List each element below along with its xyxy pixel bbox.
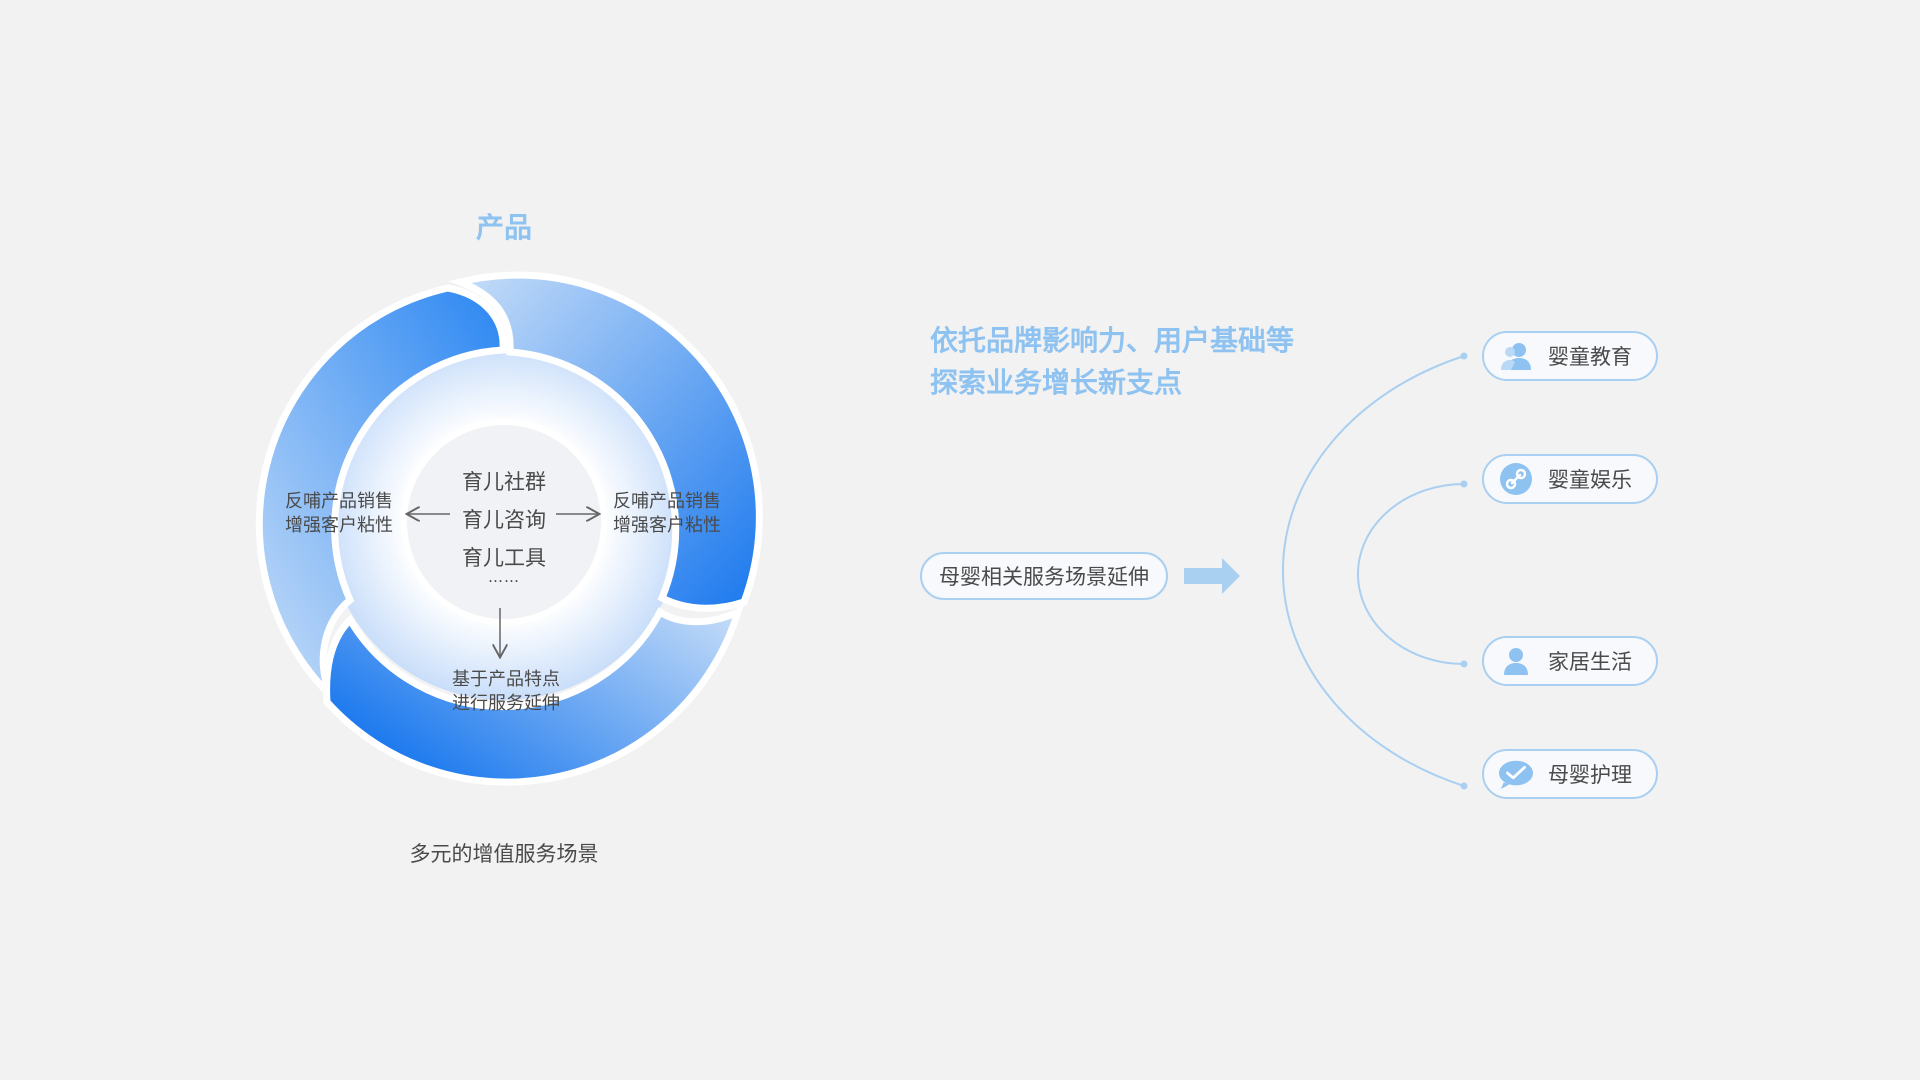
connector-dot-4 [1460,782,1468,790]
target-label-1: 婴童教育 [1548,345,1632,369]
target-pill-home: 家居生活 [1482,636,1658,686]
bottom-text-line-1: 基于产品特点 [452,669,560,690]
check-chat-icon [1498,756,1534,792]
headline-line-1: 依托品牌影响力、用户基础等 [930,324,1295,357]
caption: 多元的增值服务场景 [409,842,599,866]
product-title: 产品 [475,211,532,244]
center-item-3: 育儿工具 [462,546,546,570]
target-pill-entertainment: 婴童娱乐 [1482,454,1658,504]
connector-inner-arc [1357,483,1465,665]
target-label-3: 家居生活 [1548,650,1632,674]
connector-outer-arc [1282,355,1465,787]
cycle-center-circle [401,419,607,625]
headline: 依托品牌影响力、用户基础等 探索业务增长新支点 [930,320,1350,404]
cycle-segment-top-left [255,284,507,699]
target-label-4: 母婴护理 [1548,763,1632,787]
right-text-line-1: 反哺产品销售 [613,491,721,512]
left-text-line-1: 反哺产品销售 [285,491,393,512]
target-pill-care: 母婴护理 [1482,749,1658,799]
right-text-line-2: 增强客户粘性 [613,515,721,536]
target-pill-education: 婴童教育 [1482,331,1658,381]
user-group-icon [1498,338,1534,374]
arrow-right-big-icon [1184,558,1240,594]
center-item-2: 育儿咨询 [462,508,546,532]
user-icon [1498,643,1534,679]
left-text-line-2: 增强客户粘性 [285,515,393,536]
headline-line-2: 探索业务增长新支点 [930,366,1183,399]
connector-dot-3 [1460,660,1468,668]
cycle-segment-bottom [323,605,744,786]
connector-dot-2 [1460,480,1468,488]
bottom-text-line-2: 进行服务延伸 [452,693,560,714]
link-icon [1498,461,1534,497]
right-text: 反哺产品销售 增强客户粘性 [592,490,742,538]
cycle-segment-top-right [448,271,763,612]
source-pill-label: 母婴相关服务场景延伸 [939,565,1149,589]
target-label-2: 婴童娱乐 [1548,468,1632,492]
bottom-text: 基于产品特点 进行服务延伸 [416,668,596,716]
left-text: 反哺产品销售 增强客户粘性 [264,490,414,538]
connector-dot-1 [1460,352,1468,360]
center-item-more: …… [488,568,520,586]
source-pill: 母婴相关服务场景延伸 [920,552,1168,600]
center-item-1: 育儿社群 [462,470,546,494]
